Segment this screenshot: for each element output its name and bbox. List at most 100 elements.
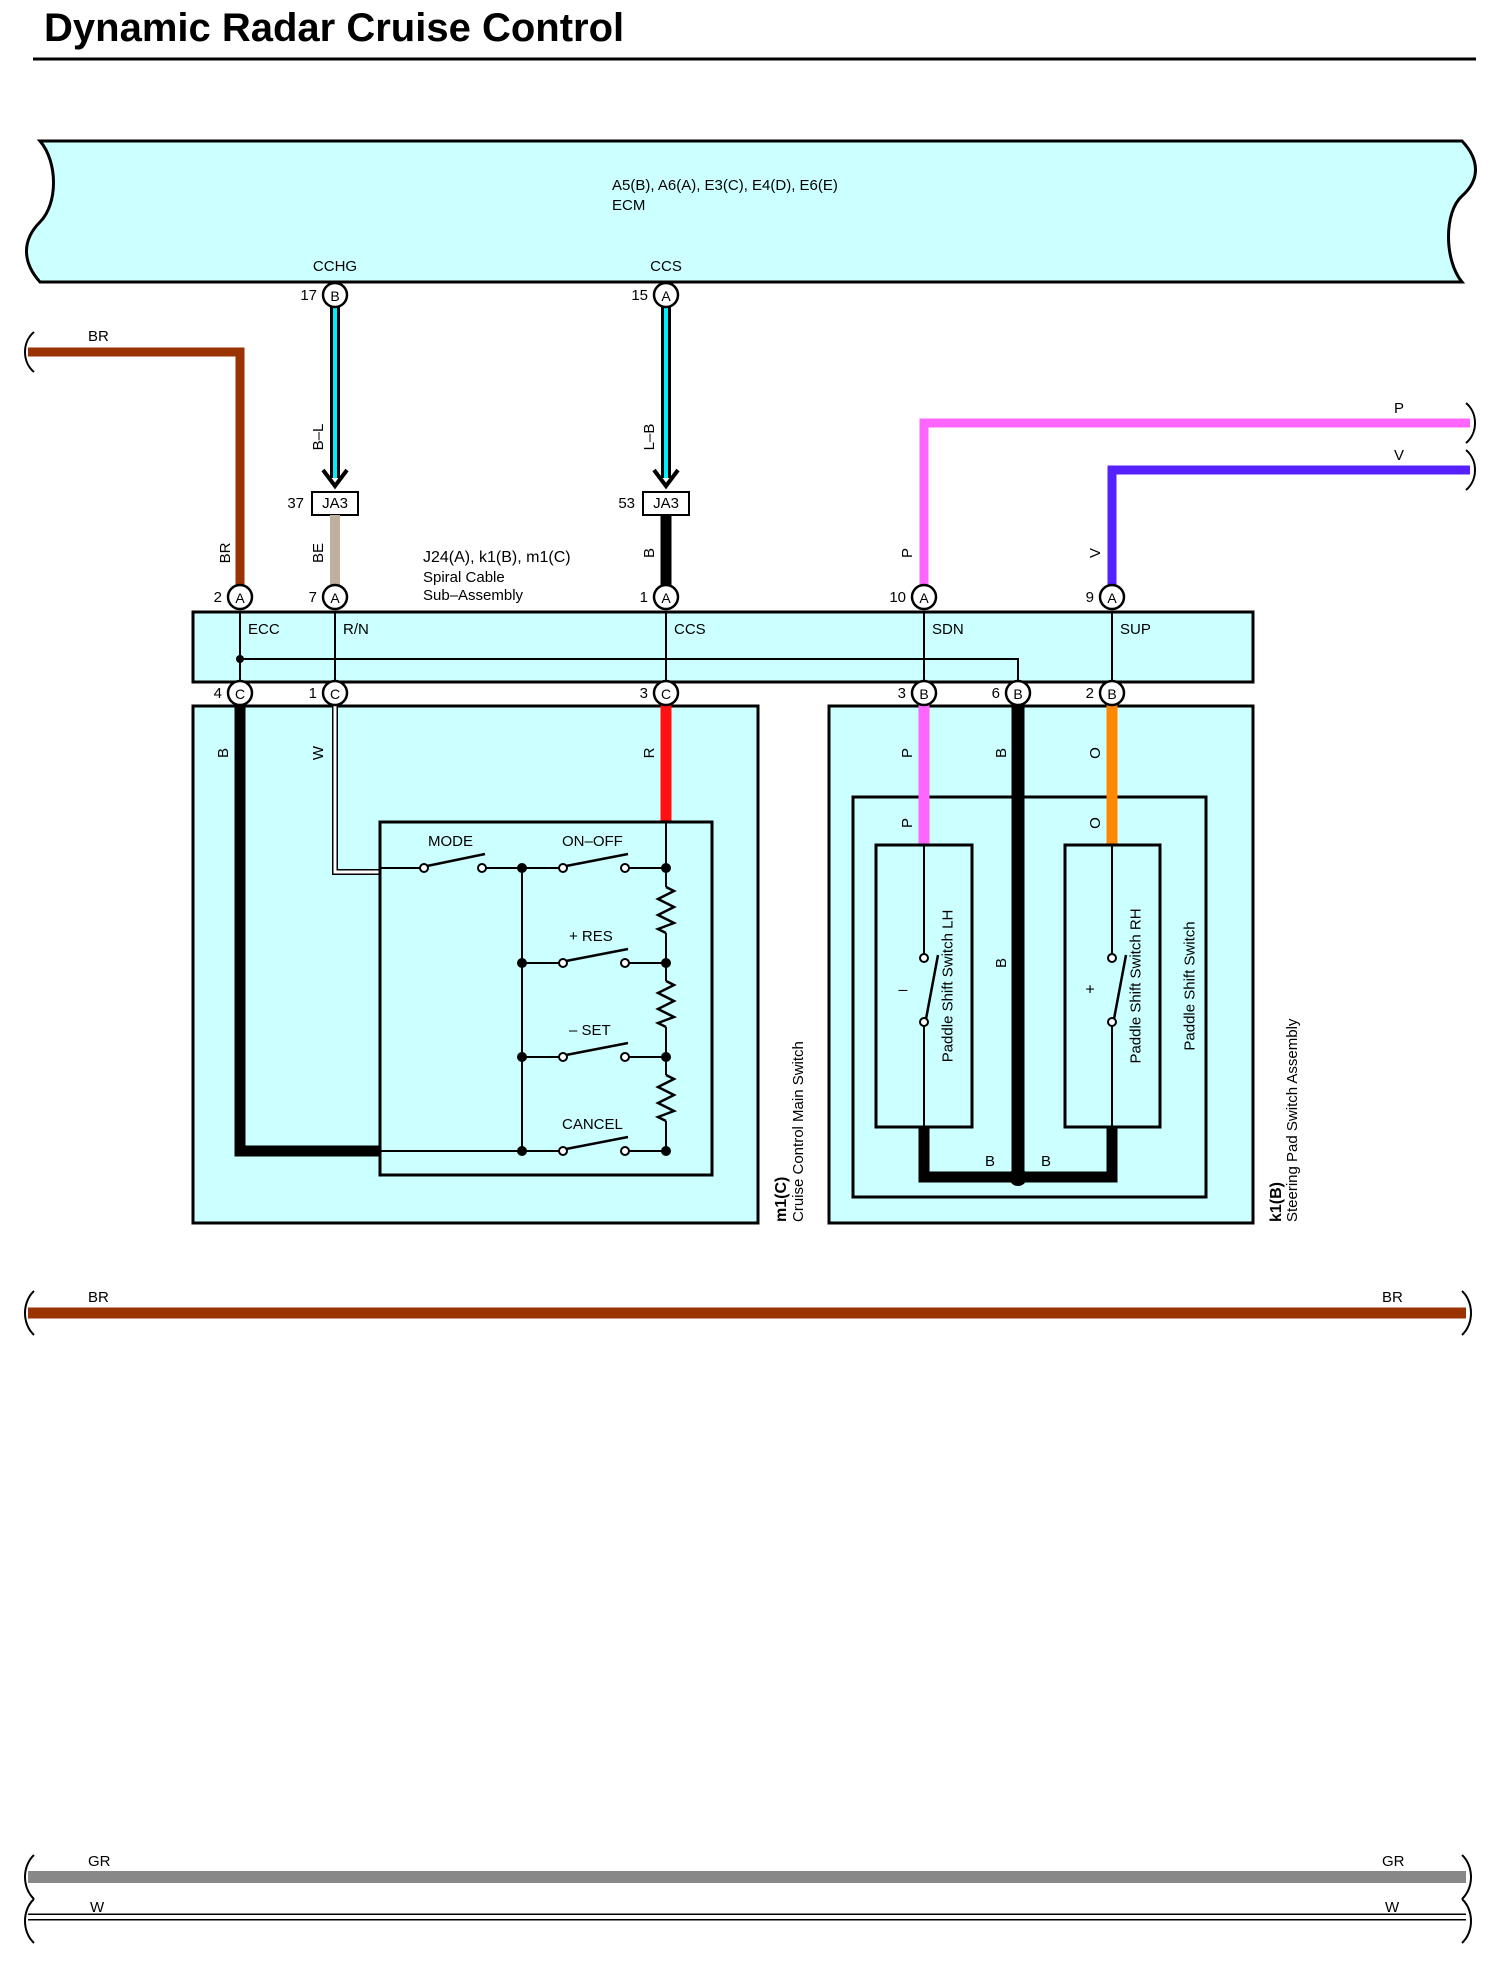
spiral-bottom-pin-6b: B 6 <box>992 679 1032 707</box>
spiral-top-pin-sdn: A 10 <box>889 583 938 611</box>
paddle-rh-label: Paddle Shift Switch RH <box>1128 908 1145 1063</box>
wire-label-b-cruise: B <box>215 748 232 758</box>
wire-label-w-left: W <box>90 1899 105 1916</box>
spiral-top-pin-rn: A 7 <box>309 583 349 611</box>
splice-point <box>517 1146 527 1156</box>
splice-point <box>661 1146 671 1156</box>
spiral-bottom-pin-2b: B 2 <box>1086 679 1126 707</box>
svg-text:A: A <box>330 590 340 606</box>
resistor-1 <box>654 885 678 935</box>
svg-text:C: C <box>330 686 340 702</box>
wire-label-br-long-right: BR <box>1382 1289 1403 1306</box>
ecm-name: ECM <box>612 197 645 214</box>
svg-text:C: C <box>235 686 245 702</box>
wire-label-p-right: P <box>1394 400 1404 417</box>
wire-break-mark <box>1461 1898 1472 1944</box>
splice-point <box>517 863 527 873</box>
cruise-switch-inner-box <box>378 820 714 1177</box>
paddle-group-label: Paddle Shift Switch <box>1182 921 1199 1050</box>
svg-text:C: C <box>661 686 671 702</box>
svg-text:7: 7 <box>309 589 317 606</box>
wire-label-br-top: BR <box>88 328 109 345</box>
wire-v-top <box>1107 465 1470 597</box>
switch-cancel <box>558 1135 630 1156</box>
ecm-pin-cchg: B 17 <box>300 281 349 309</box>
wire-l-b-arrow <box>652 468 680 490</box>
steering-pad-connector: k1(B) <box>1268 1182 1285 1222</box>
wire-label-b-pad-inner: B <box>993 958 1010 968</box>
wire-break-mark <box>24 1898 35 1944</box>
wire-break-mark <box>24 1290 35 1336</box>
switch-label-res: + RES <box>569 928 613 945</box>
ecm-pin-ccs: A 15 <box>631 281 680 309</box>
svg-text:3: 3 <box>898 685 906 702</box>
svg-text:2: 2 <box>214 589 222 606</box>
wire-label-gr-left: GR <box>88 1853 111 1870</box>
junction-ja3-left-pin: 37 <box>287 495 304 512</box>
wire-label-w-right: W <box>1385 1899 1400 1916</box>
wire-label-b-pad-outer: B <box>993 748 1010 758</box>
paddle-lh-contact <box>919 953 940 1027</box>
wire-break-mark <box>24 331 35 373</box>
svg-text:A: A <box>1107 590 1117 606</box>
spiral-conductor-ground <box>240 658 1019 682</box>
switch-res <box>558 947 630 968</box>
svg-text:B: B <box>1107 686 1116 702</box>
wire-label-gr-right: GR <box>1382 1853 1405 1870</box>
splice-point <box>517 1052 527 1062</box>
splice-point <box>661 863 671 873</box>
svg-text:B: B <box>330 288 339 304</box>
wire-label-br-long-left: BR <box>88 1289 109 1306</box>
wire-label-v-right: V <box>1394 447 1404 464</box>
wire-label-br-vertical: BR <box>217 542 234 563</box>
switch-label-on-off: ON–OFF <box>562 833 623 850</box>
spiral-cable-name-2: Sub–Assembly <box>423 587 524 604</box>
switch-label-cancel: CANCEL <box>562 1116 623 1133</box>
resistor-3 <box>654 1073 678 1123</box>
spiral-cable-name-1: Spiral Cable <box>423 569 505 586</box>
svg-text:4: 4 <box>214 685 222 702</box>
splice-point <box>517 958 527 968</box>
spiral-pin-name-ecc: ECC <box>248 621 280 638</box>
svg-text:15: 15 <box>631 287 648 304</box>
cruise-switch-name: Cruise Control Main Switch <box>790 1041 807 1222</box>
resistor-2 <box>654 979 678 1029</box>
svg-text:1: 1 <box>640 589 648 606</box>
wire-w-inner <box>333 693 380 874</box>
svg-text:1: 1 <box>309 685 317 702</box>
svg-text:9: 9 <box>1086 589 1094 606</box>
wire-label-p-outer: P <box>899 748 916 758</box>
wire-label-b-l: B–L <box>310 424 327 451</box>
spiral-pin-name-ccs: CCS <box>674 621 706 638</box>
spiral-bottom-pin-3b: B 3 <box>898 679 938 707</box>
svg-text:6: 6 <box>992 685 1000 702</box>
splice-point <box>661 1052 671 1062</box>
junction-ja3-right-label: JA3 <box>653 495 679 512</box>
wire-label-o-outer: O <box>1087 747 1104 759</box>
svg-text:10: 10 <box>889 589 906 606</box>
ecm-connectors: A5(B), A6(A), E3(C), E4(D), E6(E) <box>612 177 838 194</box>
paddle-rh-sign: + <box>1085 982 1094 999</box>
splice-point <box>236 655 244 663</box>
switch-label-set: – SET <box>569 1022 611 1039</box>
svg-text:A: A <box>661 288 671 304</box>
svg-text:3: 3 <box>640 685 648 702</box>
switch-label-mode: MODE <box>428 833 473 850</box>
wire-break-mark <box>1461 1290 1472 1336</box>
wire-label-w-cruise: W <box>310 745 327 760</box>
wire-label-o-inner: O <box>1087 817 1104 829</box>
spiral-pin-name-sdn: SDN <box>932 621 964 638</box>
svg-text:2: 2 <box>1086 685 1094 702</box>
wire-break-mark <box>24 1854 35 1900</box>
spiral-pin-name-rn: R/N <box>343 621 369 638</box>
spiral-cable-box <box>191 610 1255 684</box>
wire-label-be: BE <box>310 543 327 563</box>
wire-label-b-bus-right: B <box>1041 1153 1051 1170</box>
paddle-lh-sign: – <box>899 982 908 999</box>
steering-pad-name: Steering Pad Switch Assembly <box>1284 1018 1301 1222</box>
ground-splice <box>1009 1168 1027 1186</box>
spiral-top-pin-sup: A 9 <box>1086 583 1126 611</box>
spiral-bottom-pin-4c: C 4 <box>214 679 254 707</box>
wire-label-r: R <box>641 747 658 758</box>
